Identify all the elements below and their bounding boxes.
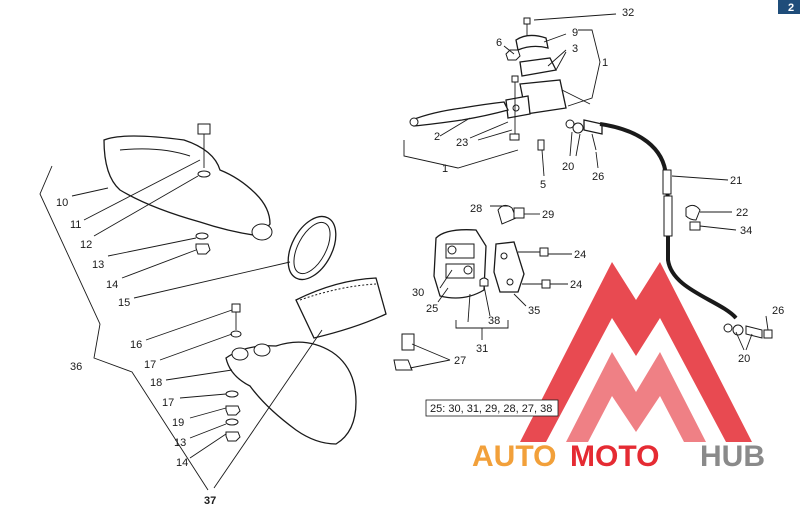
callout-14b: 14 [176,457,188,469]
callout-14a: 14 [106,279,118,291]
callout-26a: 26 [592,171,604,183]
leader-lines [39,13,769,491]
callout-34: 34 [740,225,752,237]
callout-6: 6 [496,37,502,49]
callout-24b: 24 [570,279,582,291]
callout-23: 23 [456,137,468,149]
callout-2: 2 [434,131,440,143]
callout-9: 9 [572,27,578,39]
kit-note-text: 25: 30, 31, 29, 28, 27, 38 [430,403,552,415]
kit-note-box [425,399,559,417]
callout-26b: 26 [772,305,784,317]
master-cylinder-assembly [409,17,603,151]
page-badge [778,0,800,14]
callout-36: 36 [70,361,82,373]
callout-1a: 1 [602,57,608,69]
callout-29: 29 [542,209,554,221]
hand-guard-lower [225,277,387,445]
callout-5: 5 [540,179,546,191]
callout-3: 3 [572,43,578,55]
callout-13a: 13 [92,259,104,271]
callout-20a: 20 [562,161,574,173]
callout-24a: 24 [574,249,586,261]
callout-20b: 20 [738,353,750,365]
page-badge-label: 2 [788,2,794,14]
brake-caliper [393,204,551,371]
watermark-text-moto: MOTO [570,440,659,473]
callout-1b: 1 [442,163,448,175]
callout-25: 25 [426,303,438,315]
callout-32: 32 [622,7,634,19]
callout-27: 27 [454,355,466,367]
watermark-text-auto: AUTO [472,440,556,473]
watermark-logo [520,262,752,442]
callout-38: 38 [488,315,500,327]
watermark-text-hub: HUB [700,440,765,473]
callout-15: 15 [118,297,130,309]
callout-18: 18 [150,377,162,389]
callout-17a: 17 [144,359,156,371]
callout-22: 22 [736,207,748,219]
callout-30: 30 [412,287,424,299]
callout-10: 10 [56,197,68,209]
callout-28: 28 [470,203,482,215]
callout-35: 35 [528,305,540,317]
callout-12: 12 [80,239,92,251]
callout-11: 11 [70,219,81,231]
callout-19: 19 [172,417,184,429]
hand-guard-upper [103,123,337,281]
callout-16: 16 [130,339,142,351]
callout-37: 37 [204,495,216,507]
callout-21: 21 [730,175,742,187]
callout-31: 31 [476,343,488,355]
callout-13b: 13 [174,437,186,449]
callout-labels: 32 9 3 6 1 2 23 1 5 20 26 21 22 34 28 29… [56,7,784,507]
callout-17b: 17 [162,397,174,409]
